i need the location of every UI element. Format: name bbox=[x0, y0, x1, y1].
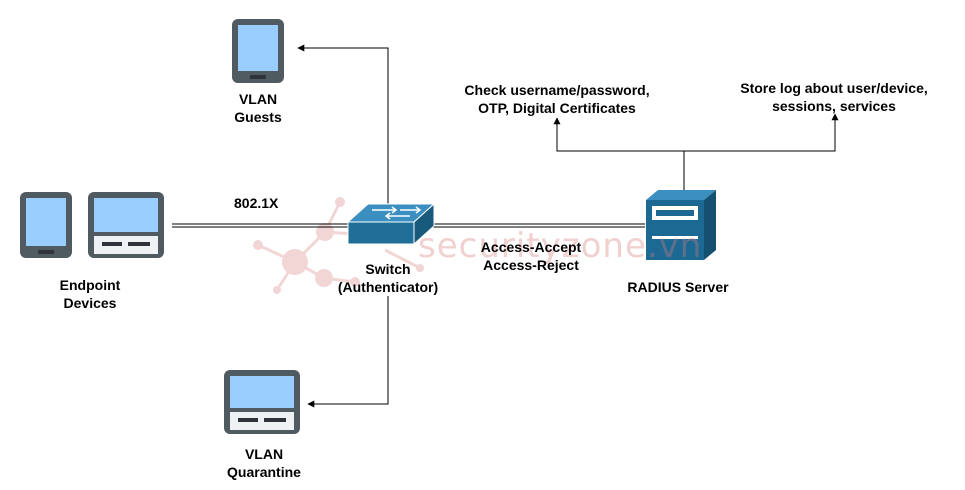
arrow-to-store bbox=[684, 113, 839, 152]
label-endpoint-devices: Endpoint Devices bbox=[60, 276, 121, 312]
label-vlan-guests-line1: VLAN bbox=[238, 91, 278, 107]
label-store-line1: Store log about user/device, bbox=[740, 80, 928, 96]
label-vlan-quarantine-line1: VLAN bbox=[244, 446, 284, 462]
label-protocol: 802.1X bbox=[234, 195, 279, 211]
tablet-icon bbox=[20, 192, 72, 258]
label-radius-response: Access-Accept Access-Reject bbox=[481, 238, 581, 274]
label-vlan-guests: VLAN Guests bbox=[234, 90, 281, 126]
label-switch-line2: (Authenticator) bbox=[337, 279, 439, 295]
label-switch: Switch (Authenticator) bbox=[338, 260, 438, 296]
laptop-icon bbox=[88, 192, 164, 258]
label-vlan-quarantine-line2: Quarantine bbox=[227, 464, 301, 480]
label-check-credentials: Check username/password, OTP, Digital Ce… bbox=[464, 81, 649, 117]
switch-icon bbox=[346, 202, 436, 246]
server-icon bbox=[646, 190, 716, 260]
label-endpoint-line1: Endpoint bbox=[59, 277, 121, 293]
label-vlan-quarantine: VLAN Quarantine bbox=[227, 445, 301, 481]
label-store-log: Store log about user/device, sessions, s… bbox=[740, 79, 928, 115]
label-radius-server: RADIUS Server bbox=[627, 279, 729, 295]
label-access-accept: Access-Accept bbox=[480, 239, 582, 255]
arrow-to-guests bbox=[297, 44, 389, 204]
watermark-text: securityzone.vn bbox=[418, 226, 703, 266]
label-access-reject: Access-Reject bbox=[483, 257, 579, 273]
arrow-to-quarantine bbox=[307, 296, 389, 408]
arrow-to-check bbox=[553, 117, 684, 152]
tablet-icon bbox=[232, 19, 284, 83]
laptop-icon bbox=[224, 370, 300, 434]
label-vlan-guests-line2: Guests bbox=[234, 109, 282, 125]
label-switch-line1: Switch bbox=[365, 261, 411, 277]
label-endpoint-line2: Devices bbox=[63, 295, 117, 311]
label-check-line1: Check username/password, bbox=[464, 82, 650, 98]
label-check-line2: OTP, Digital Certificates bbox=[478, 100, 636, 116]
label-store-line2: sessions, services bbox=[772, 98, 896, 114]
connections bbox=[172, 44, 839, 408]
